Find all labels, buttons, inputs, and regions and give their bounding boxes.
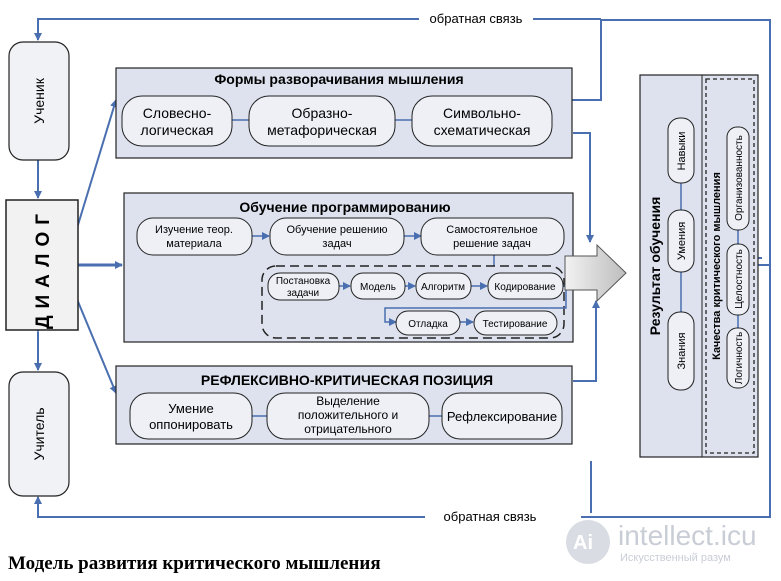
forms-item-figurative-line1: Образно- [292, 105, 353, 121]
reflexive-item-highlight-line2: положительного и [298, 408, 398, 422]
programming-steps-group [261, 265, 565, 339]
reflexive-item-oppose-line1: Умение [168, 401, 214, 416]
programming-item-independent-line1: Самостоятельное [446, 224, 537, 236]
reflexive-item-oppose-line2: оппонировать [149, 417, 233, 432]
forms-panel: Формы разворачивания мышления Словесно- … [115, 67, 573, 159]
step-debugging [395, 310, 461, 336]
dialog-label: ДИАЛОГ [33, 207, 54, 329]
result-item-skills [667, 117, 695, 184]
student-label: Ученик [31, 77, 47, 124]
programming-item-training [269, 217, 405, 256]
quality-item-integrity-label: Целостность [734, 249, 745, 309]
step-statement-line2: задачи [287, 288, 319, 299]
result-item-knowledge [667, 311, 695, 391]
reflexive-item-highlight-line3: отрицательного [304, 422, 392, 436]
figure-caption: Модель развития критического мышления [8, 553, 381, 574]
quality-item-logic [726, 327, 750, 389]
programming-item-independent [420, 217, 565, 256]
reflexive-item-reflect-label: Рефлексирование [447, 409, 557, 424]
quality-item-organization [726, 126, 750, 231]
quality-item-integrity [726, 243, 750, 316]
step-algorithm [415, 272, 472, 300]
forms-item-symbolic-line2: схематическая [434, 122, 531, 138]
programming-title: Обучение программированию [239, 199, 450, 215]
watermark-logo-icon: Ai [566, 520, 610, 564]
reflexive-panel: РЕФЛЕКСИВНО-КРИТИЧЕСКАЯ ПОЗИЦИЯ Умение о… [115, 365, 573, 445]
reflexive-title: РЕФЛЕКСИВНО-КРИТИЧЕСКАЯ ПОЗИЦИЯ [201, 372, 493, 388]
student-box [8, 41, 70, 161]
forms-item-symbolic [411, 95, 553, 147]
feedback-top-label: обратная связь [430, 11, 523, 26]
forms-item-figurative-line2: метафорическая [267, 122, 377, 138]
forms-item-figurative [248, 95, 396, 147]
programming-item-theory [136, 217, 253, 256]
programming-item-training-line2: задач [322, 238, 351, 250]
quality-item-logic-label: Логичность [734, 332, 745, 384]
step-coding-label: Кодирование [494, 282, 556, 293]
result-item-abilities-label: Умения [676, 222, 688, 260]
step-algorithm-label: Алгоритм [421, 282, 465, 293]
step-testing [473, 310, 558, 336]
watermark: Ai intellect.icu Искусственный разум [566, 518, 778, 568]
step-model-label: Модель [360, 282, 396, 293]
step-debugging-label: Отладка [408, 319, 448, 330]
reflexive-item-highlight-line1: Выделение [316, 394, 380, 408]
step-coding [487, 272, 564, 300]
result-panel: Результат обучения Навыки Умения Знания … [639, 74, 759, 458]
quality-item-organization-label: Организованность [734, 135, 745, 221]
programming-item-theory-line1: Изучение теор. [155, 224, 233, 236]
watermark-name: intellect.icu [618, 520, 757, 551]
reflexive-item-reflect [441, 392, 563, 440]
programming-panel: Обучение программированию Изучение теор.… [123, 192, 574, 343]
result-item-knowledge-label: Знания [676, 332, 688, 369]
forms-item-verbal [121, 95, 233, 147]
result-title: Результат обучения [647, 197, 663, 336]
result-item-abilities [667, 209, 695, 273]
programming-item-theory-line2: материала [166, 238, 222, 250]
reflexive-item-highlight [266, 392, 430, 440]
programming-item-training-line1: Обучение решению [286, 224, 387, 236]
vertical-double-arrows [34, 99, 123, 394]
step-statement [267, 272, 340, 301]
step-testing-label: Тестирование [483, 319, 548, 330]
dialog-box [5, 199, 79, 331]
forms-item-verbal-line1: Словесно- [143, 105, 212, 121]
step-model [350, 272, 406, 300]
reflexive-item-oppose [129, 392, 253, 440]
feedback-bottom-label: обратная связь [444, 509, 537, 524]
qualities-title: Качества критического мышления [711, 172, 723, 360]
forms-title: Формы разворачивания мышления [214, 71, 463, 87]
result-item-skills-label: Навыки [676, 132, 688, 171]
big-arrow [564, 243, 627, 303]
forms-item-verbal-line2: логическая [141, 122, 214, 138]
teacher-label: Учитель [31, 407, 47, 460]
watermark-subtitle: Искусственный разум [620, 552, 731, 564]
qualities-group [705, 78, 755, 454]
programming-item-independent-line2: решение задач [453, 238, 531, 250]
forms-item-symbolic-line1: Символьно- [443, 105, 521, 121]
teacher-box [8, 371, 70, 497]
step-statement-line1: Постановка [276, 276, 331, 287]
